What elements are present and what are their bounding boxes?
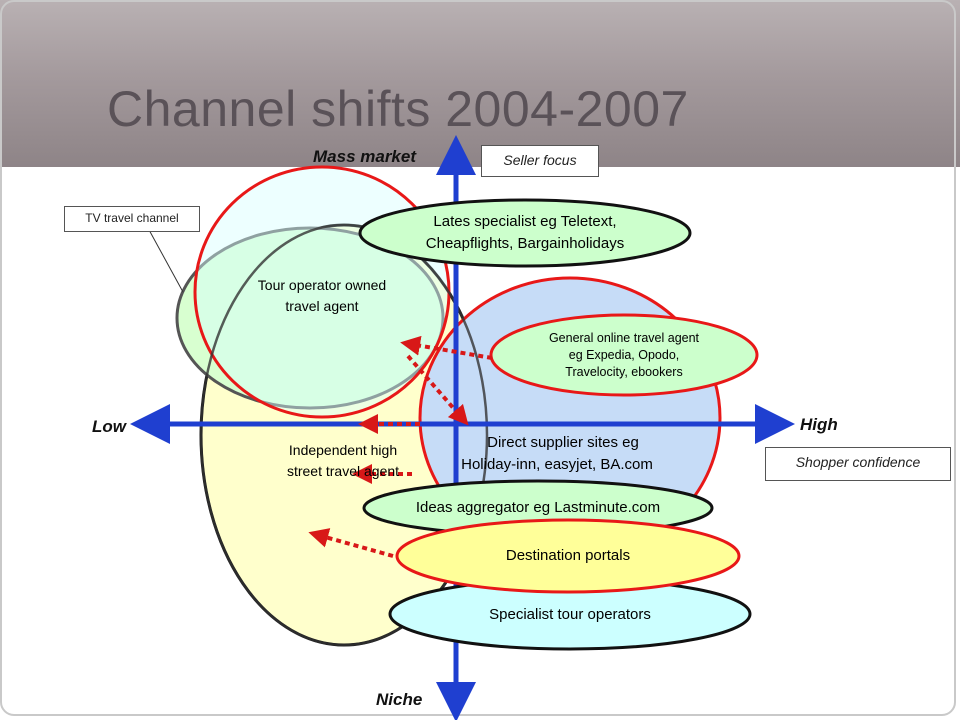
direct-supplier-label-line1: Direct supplier sites eg — [487, 434, 639, 451]
independent-agent-label: Independent high street travel agent — [258, 440, 428, 482]
tour-operator-label-line1: Tour operator owned — [257, 277, 387, 293]
general-online-ellipse — [489, 313, 759, 397]
tv-channel-pointer — [147, 227, 184, 293]
title-bar — [0, 0, 960, 167]
specialist-operators-label: Specialist tour operators — [489, 606, 651, 623]
shift-arrow-online-to-tour — [400, 335, 493, 360]
general-online-label-line2: eg Expedia, Opodo, — [568, 348, 680, 362]
shift-arrow-destination — [308, 528, 394, 558]
tv-travel-channel-box: TV travel channel — [64, 206, 200, 232]
slide-title: Channel shifts 2004-2007 — [107, 81, 689, 137]
lates-specialist-label-line2: Cheapflights, Bargainholidays — [425, 235, 625, 252]
axis-label-bottom: Niche — [376, 690, 423, 709]
independent-label-line1: Independent high — [288, 442, 398, 458]
axis-label-left: Low — [92, 417, 126, 436]
destination-portals-ellipse — [395, 518, 741, 594]
ideas-aggregator-label: Ideas aggregator eg Lastminute.com — [415, 499, 661, 516]
tour-operator-label: Tour operator owned travel agent — [222, 275, 422, 317]
shopper-confidence-box: Shopper confidence — [765, 447, 951, 481]
lates-specialist-label-line1: Lates specialist eg Teletext, — [433, 213, 617, 230]
general-online-label: General online travel agent eg Expedia, … — [504, 330, 744, 381]
seller-focus-box: Seller focus — [481, 145, 599, 177]
direct-supplier-label-line2: Holiday-inn, easyjet, BA.com — [461, 456, 653, 473]
independent-agent-outline — [199, 223, 489, 647]
destination-portals-label: Destination portals — [505, 547, 631, 564]
lates-specialist-ellipse — [358, 198, 692, 268]
lates-specialist-label: Lates specialist eg Teletext, Cheapfligh… — [375, 211, 675, 255]
general-online-label-line3: Travelocity, ebookers — [565, 365, 683, 379]
axis-label-top: Mass market — [313, 147, 417, 166]
tour-operator-label-line2: travel agent — [285, 298, 359, 314]
direct-supplier-label: Direct supplier sites eg Holiday-inn, ea… — [458, 432, 668, 476]
tour-operator-ellipse — [175, 226, 445, 410]
axis-label-right: High — [800, 415, 838, 434]
independent-label-line2: street travel agent — [286, 463, 400, 479]
general-online-label-line1: General online travel agent — [548, 331, 700, 345]
shift-arrow-online-to-direct — [406, 354, 469, 426]
